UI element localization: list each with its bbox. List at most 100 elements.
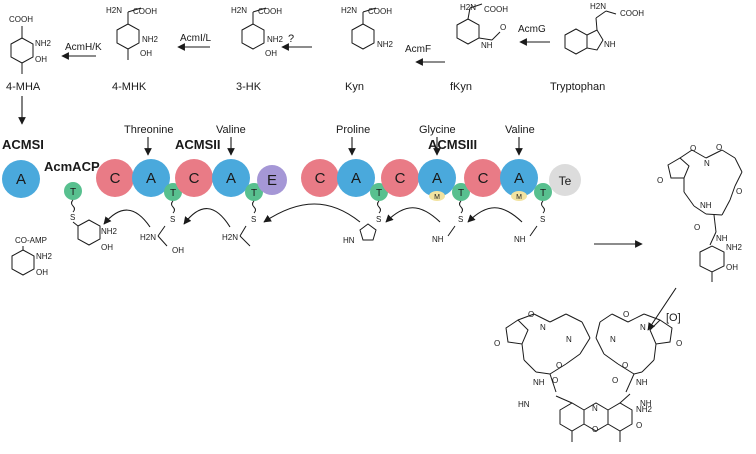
domain-a-label: A — [226, 170, 236, 187]
n-label: N — [592, 404, 598, 413]
nh2-label: NH2 — [36, 252, 53, 261]
substrate-threonine: Threonine — [124, 124, 174, 136]
domain-c-1 — [96, 159, 134, 197]
label-acmsi: ACMSI — [2, 137, 44, 152]
peptidolactone-intermediate: O O O N O NH O NH NH2 OH — [657, 143, 743, 282]
o-label: O — [528, 310, 534, 319]
nh-label: NH — [640, 399, 652, 408]
o-label: O — [623, 310, 629, 319]
domain-c-label: C — [110, 170, 121, 187]
enzyme-acmf: AcmF — [405, 44, 431, 55]
nh2-label: NH2 — [35, 39, 52, 48]
domain-c-5 — [464, 159, 502, 197]
oh-label: OH — [35, 55, 47, 64]
o-label: O — [690, 144, 696, 153]
o-label: O — [636, 421, 642, 430]
arrow-oxidation — [647, 287, 677, 331]
domain-a-5 — [500, 159, 538, 197]
o-label: O — [612, 376, 618, 385]
domain-a-label: A — [432, 170, 442, 187]
n-label: N — [704, 159, 710, 168]
o-label: O — [592, 425, 598, 434]
oh-label: OH — [172, 246, 184, 255]
nh2-label: NH2 — [142, 35, 159, 44]
oh-label: OH — [726, 263, 738, 272]
transfer-arrow-4 — [385, 207, 441, 223]
oh-label: OH — [265, 49, 277, 58]
domain-t-label: T — [458, 188, 464, 199]
compound-3hk: 3-HK — [236, 81, 262, 93]
compound-fkyn: fKyn — [450, 81, 472, 93]
domain-t-2 — [245, 183, 263, 201]
domain-m-1 — [429, 191, 445, 201]
enzyme-acmil: AcmI/L — [180, 33, 212, 44]
nh-label: NH — [481, 41, 493, 50]
transfer-arrow-2 — [183, 208, 231, 228]
s-label: S — [458, 215, 463, 224]
h2n-label: H2N — [140, 233, 156, 242]
o-label: O — [622, 361, 628, 370]
domain-m-label: M — [434, 194, 440, 201]
domain-a-2 — [212, 159, 250, 197]
s-label: S — [170, 215, 175, 224]
domain-t-3 — [370, 183, 388, 201]
domain-a-label: A — [514, 170, 524, 187]
o-label: O — [694, 223, 700, 232]
nh-label: NH — [533, 378, 545, 387]
domain-c-label: C — [478, 170, 489, 187]
transfer-arrow-5 — [467, 207, 523, 223]
compound-4mhk: 4-MHK — [112, 81, 147, 93]
4mha-structure: COOH NH2 OH — [9, 15, 52, 74]
transfer-arrow-3 — [263, 203, 361, 223]
label-acmsii: ACMSII — [175, 137, 221, 152]
hn-label: HN — [343, 236, 355, 245]
kyn-structure: H2N COOH NH2 — [341, 6, 394, 50]
enzyme-acmhk: AcmH/K — [65, 42, 102, 53]
tryptophan-structure: H2N COOH NH — [564, 2, 644, 55]
n-label: N — [610, 335, 616, 344]
o-label: O — [494, 339, 500, 348]
domain-a-3 — [337, 159, 375, 197]
transfer-arrow-1 — [103, 209, 151, 228]
domain-e — [257, 165, 287, 195]
nh-label: NH — [604, 40, 616, 49]
n-label: N — [640, 323, 646, 332]
substrate-valine-1: Valine — [216, 124, 246, 136]
domain-t-label: T — [540, 188, 546, 199]
label-acmacp: AcmACP — [44, 159, 100, 174]
amine-label: H2N — [590, 2, 606, 11]
tethered-intermediates: S NH2 OH S H2N OH S H2N S HN S NH S NH — [70, 199, 545, 255]
unknown-enzyme: ? — [288, 33, 294, 45]
n-label: N — [566, 335, 572, 344]
nh2-label: NH2 — [636, 405, 653, 414]
domain-m-label: M — [516, 194, 522, 201]
oh-label: OH — [101, 243, 113, 252]
cooh-label: COOH — [9, 15, 33, 24]
domain-a-4 — [418, 159, 456, 197]
domain-t-label: T — [376, 188, 382, 199]
enzyme-acmg: AcmG — [518, 24, 546, 35]
domain-c-3 — [301, 159, 339, 197]
nh-label: NH — [514, 235, 526, 244]
3hk-structure: H2N COOH NH2 OH — [231, 6, 284, 58]
domain-t-1 — [164, 183, 182, 201]
s-label: S — [376, 215, 381, 224]
s-label: S — [540, 215, 545, 224]
o-label: O — [552, 376, 558, 385]
o-label: O — [716, 143, 722, 152]
label-acmsiii: ACMSIII — [428, 137, 477, 152]
domain-te — [549, 164, 581, 196]
actinomycin-structure: O N O N O O N N O O NH NH O O HN NH N O … — [494, 310, 682, 442]
nh-label: NH — [636, 378, 648, 387]
oxidation-label: [O] — [666, 312, 681, 324]
domain-t-label: T — [251, 188, 257, 199]
nh-label: NH — [700, 201, 712, 210]
o-label: O — [736, 187, 742, 196]
domain-te-label: Te — [559, 174, 572, 188]
hn-label: HN — [518, 400, 530, 409]
nh2-label: NH2 — [726, 243, 743, 252]
amine-label: H2N — [460, 3, 476, 12]
compound-kyn: Kyn — [345, 81, 364, 93]
domain-t-acp — [64, 182, 82, 200]
s-label: S — [251, 215, 256, 224]
